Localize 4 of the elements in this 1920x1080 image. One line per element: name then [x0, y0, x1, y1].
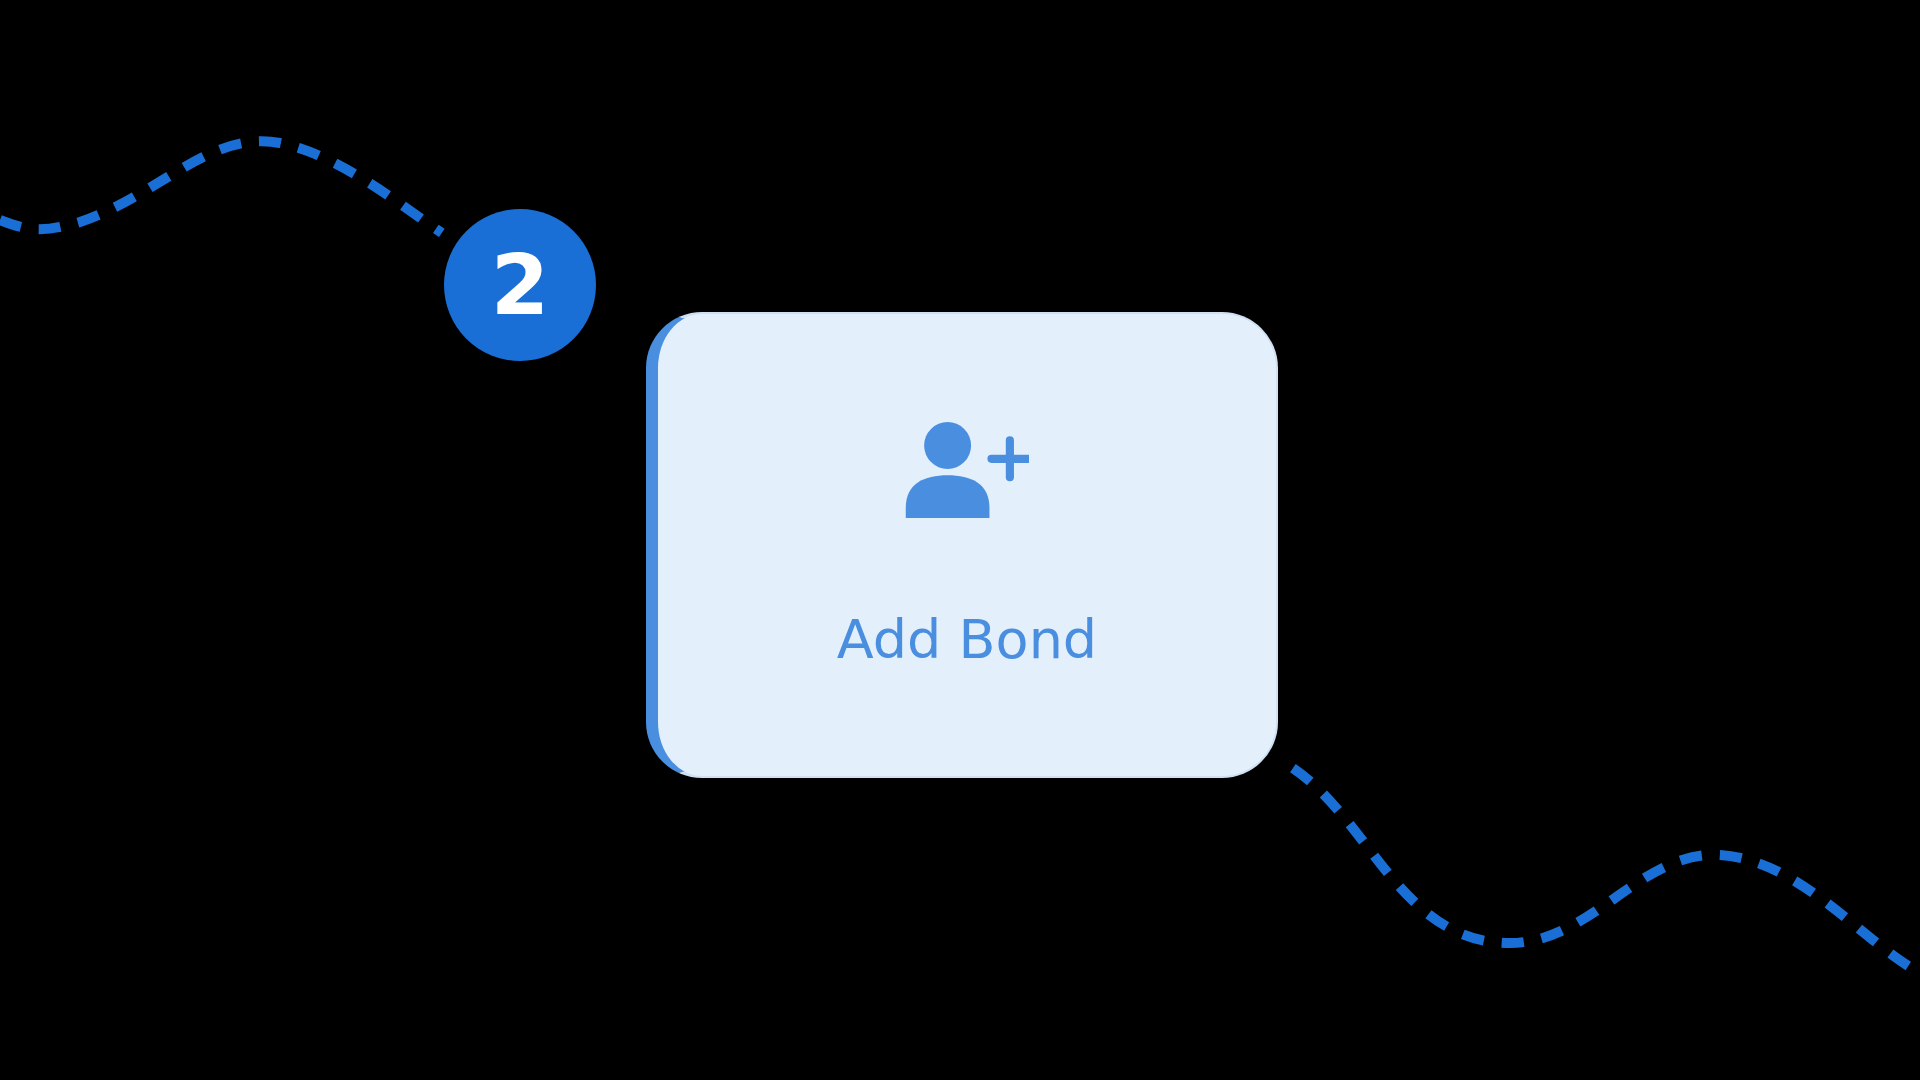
- action-card: [646, 312, 1278, 778]
- dashed-connector: [0, 136, 445, 238]
- step-number-badge: 2: [444, 209, 596, 361]
- card-title: Add Bond: [836, 607, 1098, 671]
